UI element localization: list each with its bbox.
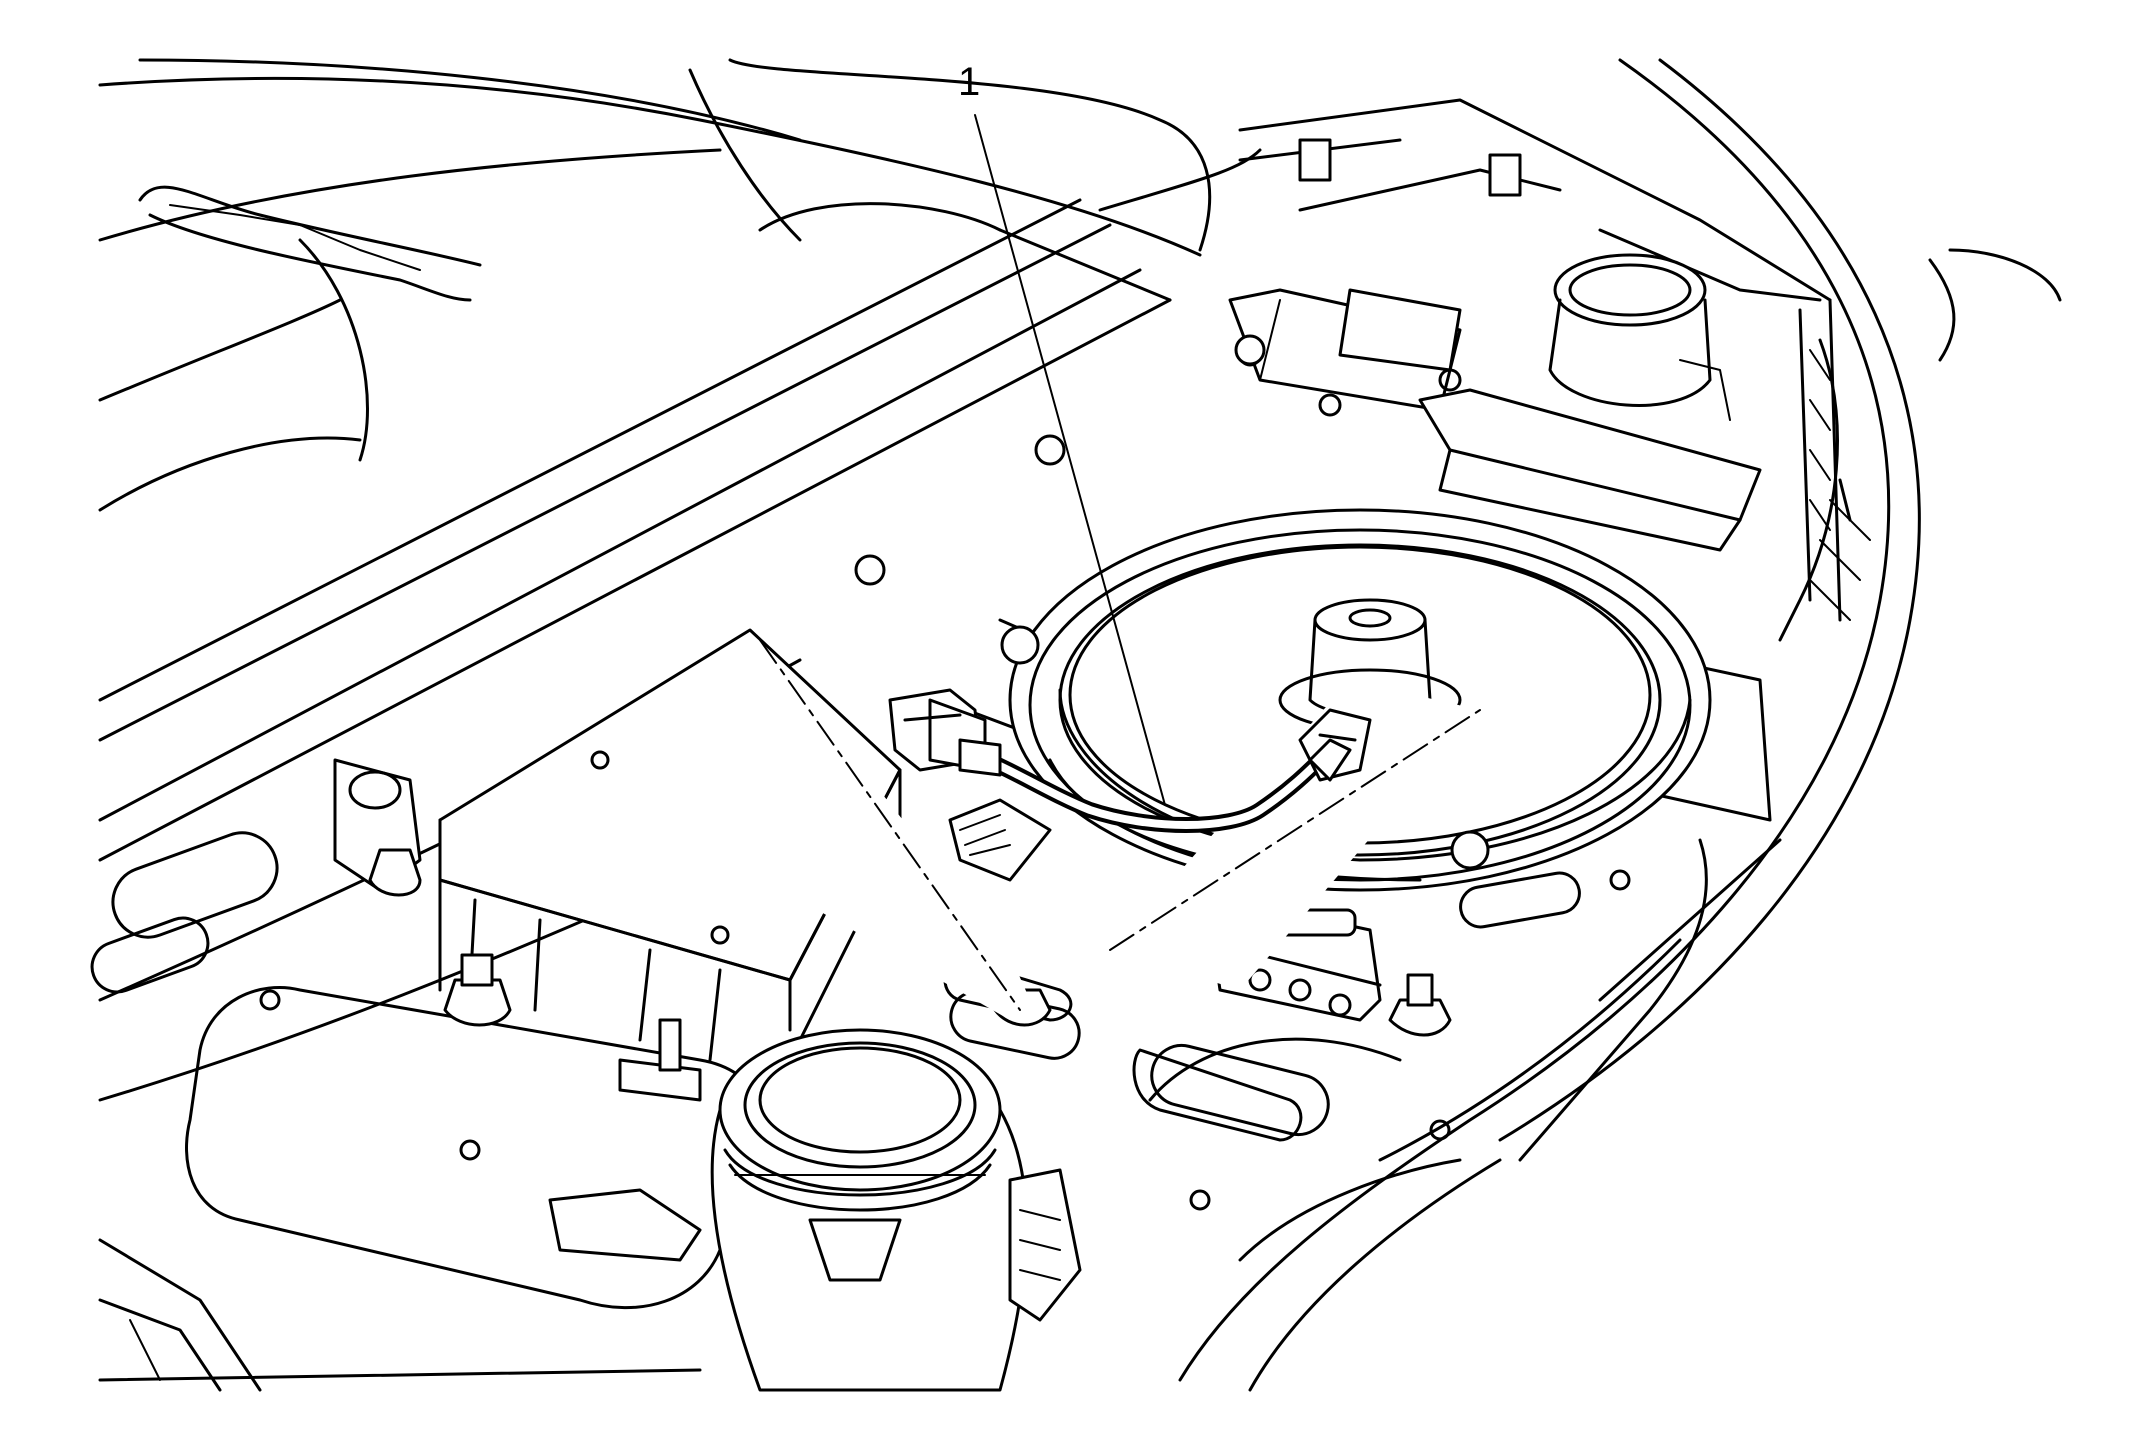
floor-slots [90,434,1631,1211]
rear-seatback [98,58,1212,512]
antenna-cable-connector-left [888,688,1002,777]
control-module-right [1418,388,1762,552]
antenna-cable [888,688,1372,833]
callout-1-label: 1 [958,60,980,104]
bracket-connector [948,798,1052,882]
upper-speaker [1548,253,1731,421]
callout-1: 1 [958,60,1166,806]
lower-speaker [548,1028,1082,1392]
detail-view-left [759,639,1030,1020]
detail-view-right [1109,680,1481,990]
antenna-cable-connector-right [1298,708,1372,782]
rear-shelf-right [1098,98,1842,622]
right-quarter-panel [1178,58,2062,1392]
parcel-shelf-trim [98,198,1172,862]
